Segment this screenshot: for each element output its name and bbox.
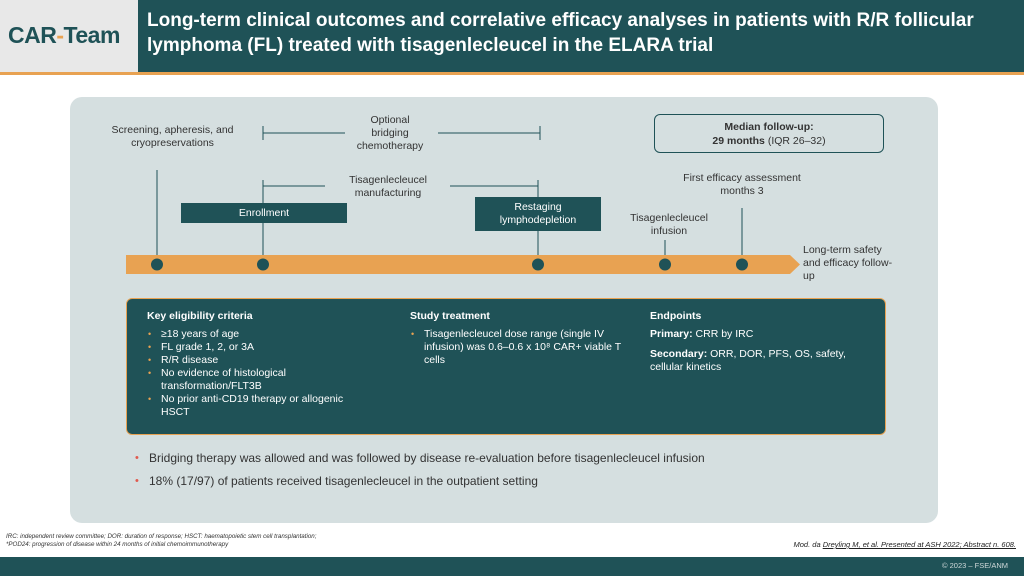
primary-endpoint: Primary: CRR by IRC — [650, 328, 754, 340]
endpoints-column: Endpoints Primary: CRR by IRC Secondary:… — [650, 310, 875, 381]
copyright: © 2023 – FSE/ANM — [942, 561, 1008, 570]
list-item: 18% (17/97) of patients received tisagen… — [135, 474, 895, 489]
list-item: No evidence of histological transformati… — [147, 367, 367, 393]
list-item: Bridging therapy was allowed and was fol… — [135, 451, 895, 466]
list-item: R/R disease — [147, 354, 367, 367]
long-term-label: Long-term safety and efficacy follow-up — [803, 244, 893, 282]
header-accent-line — [0, 72, 1024, 75]
eligibility-list: ≥18 years of age FL grade 1, 2, or 3A R/… — [147, 328, 367, 419]
timeline-dot — [736, 258, 748, 271]
treatment-title: Study treatment — [410, 310, 490, 322]
timeline-dot — [659, 258, 671, 271]
footnote: IRC: independent review committee; DOR: … — [6, 533, 316, 549]
eligibility-title: Key eligibility criteria — [147, 310, 253, 322]
footer-bar — [0, 557, 1024, 576]
summary-bullets: Bridging therapy was allowed and was fol… — [135, 451, 895, 497]
list-item: No prior anti-CD19 therapy or allogenic … — [147, 393, 367, 419]
footnote-line: *POD24: progression of disease within 24… — [6, 541, 229, 548]
list-item: FL grade 1, 2, or 3A — [147, 341, 367, 354]
enrollment-bar: Enrollment — [181, 203, 347, 223]
timeline-dot — [151, 258, 163, 271]
timeline-arrow — [126, 255, 800, 274]
treatment-list: Tisagenlecleucel dose range (single IV i… — [410, 328, 630, 367]
page-title: Long-term clinical outcomes and correlat… — [147, 10, 974, 56]
footnote-line: IRC: independent review committee; DOR: … — [6, 533, 317, 540]
restaging-bar: Restaging lymphodepletion — [475, 197, 601, 231]
endpoints-title: Endpoints — [650, 310, 702, 322]
median-followup-label: Median follow-up: — [724, 121, 814, 133]
eligibility-column: Key eligibility criteria ≥18 years of ag… — [147, 310, 367, 419]
criteria-box: Key eligibility criteria ≥18 years of ag… — [126, 298, 886, 435]
list-item: ≥18 years of age — [147, 328, 367, 341]
bridging-label: Optional bridging chemotherapy — [356, 114, 424, 152]
screening-label: Screening, apheresis, and cryopreservati… — [111, 124, 234, 149]
infusion-label: Tisagenlecleucel infusion — [630, 212, 708, 237]
median-followup-box: Median follow-up: 29 months (IQR 26–32) — [654, 114, 884, 153]
manufacturing-label: Tisagenlecleucel manufacturing — [349, 174, 427, 199]
reference-link[interactable]: Dreyling M, et al. Presented at ASH 2022… — [822, 540, 1016, 549]
first-efficacy-label: First efficacy assessment months 3 — [683, 172, 801, 197]
secondary-endpoint: Secondary: ORR, DOR, PFS, OS, safety, ce… — [650, 348, 846, 373]
list-item: Tisagenlecleucel dose range (single IV i… — [410, 328, 630, 367]
reference: Mod. da Dreyling M, et al. Presented at … — [793, 540, 1016, 549]
header-bar — [0, 0, 1024, 72]
timeline-dot — [257, 258, 269, 271]
timeline-dot — [532, 258, 544, 271]
median-followup-iqr: (IQR 26–32) — [767, 135, 826, 147]
median-followup-value: 29 months — [712, 135, 765, 147]
logo-wordmark: CAR-Team — [8, 22, 120, 48]
treatment-column: Study treatment Tisagenlecleucel dose ra… — [410, 310, 630, 367]
logo: CAR-Team — [0, 0, 138, 72]
